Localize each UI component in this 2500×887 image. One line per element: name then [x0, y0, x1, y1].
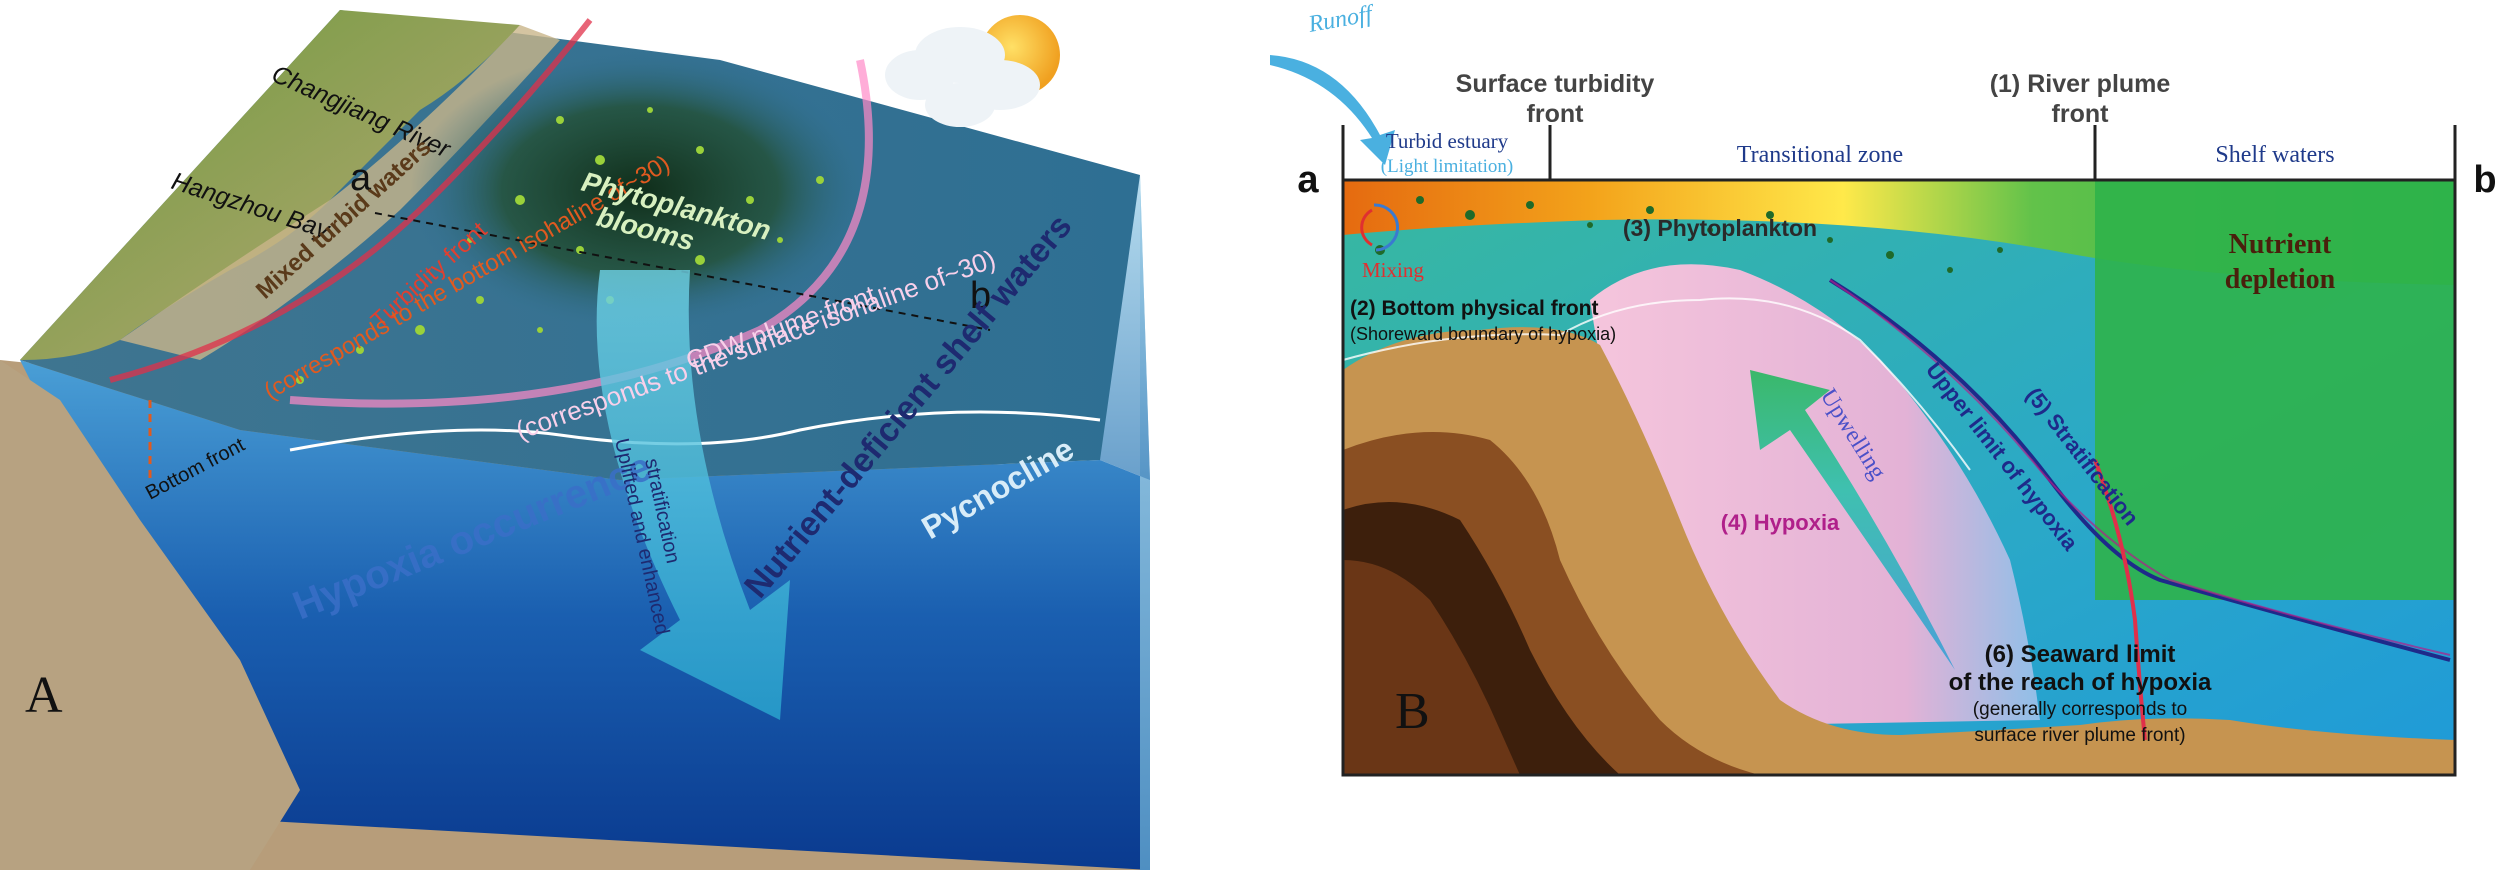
runoff-label: Runoff — [1306, 1, 1378, 38]
white-boundary — [1342, 297, 1971, 471]
turbid-estuary-label: Turbid estuary — [1386, 129, 1509, 153]
seaward-limit-line-2: of the reach of hypoxia — [1949, 669, 2212, 696]
front-face-sea — [20, 360, 1150, 870]
panel-b-label: B — [1395, 683, 1430, 740]
panel-a: Changjiang River Hangzhou Bay a b Mixed … — [0, 10, 1150, 870]
seabed-slope — [0, 360, 300, 870]
seaward-limit-line-1: (6) Seaward limit — [1985, 641, 2176, 668]
seabed-deep — [1343, 560, 1520, 775]
bloom-patch — [410, 50, 870, 330]
hypoxia-b-label: (4) Hypoxia — [1721, 510, 1840, 535]
runoff-arrow — [1270, 55, 1395, 165]
upper-hypoxia-line — [1828, 278, 2451, 662]
surface-turbidity-line-1: Surface turbidity — [1456, 70, 1655, 98]
plankton-dots — [296, 107, 824, 384]
land — [20, 10, 520, 360]
cloud-icon — [885, 27, 1040, 127]
upwelling-arrow — [1750, 370, 1955, 670]
river-plume-line-2: front — [2052, 100, 2110, 128]
seaward-note-line-1: (generally corresponds to — [1973, 699, 2187, 720]
surface-turbidity-line-2: front — [1527, 100, 1585, 128]
phytoplankton-label: (3) Phytoplankton — [1623, 215, 1817, 241]
seabed-light — [1343, 327, 2455, 775]
river-plume-line-1: (1) River plume — [1990, 70, 2171, 98]
point-a-b-left: a — [1297, 159, 1319, 201]
cdw-front-line — [289, 59, 873, 408]
turbid-coast — [120, 25, 560, 360]
shelf-waters-header-label: Shelf waters — [2215, 142, 2334, 168]
mixing-icon — [1360, 203, 1399, 252]
panel-b: Runoff Surface turbidity front (1) River… — [1270, 1, 2497, 777]
nutrient-depletion-line-1: Nutrient — [2229, 229, 2332, 260]
nutrient-depletion-line-2: depletion — [2225, 264, 2336, 295]
transitional-zone-label: Transitional zone — [1737, 142, 1903, 168]
panel-a-label: A — [25, 667, 63, 724]
uplift-arrow — [596, 270, 790, 720]
plankton-dots-b — [1375, 196, 2003, 273]
seaward-note-line-2: surface river plume front) — [1974, 725, 2185, 746]
turbidity-front-line — [109, 18, 593, 383]
point-b-label: b — [970, 275, 991, 317]
bottom-front-b-label: (2) Bottom physical front — [1350, 297, 1599, 320]
shelf-water-zone — [2095, 180, 2455, 600]
point-b-b-right: b — [2473, 159, 2496, 201]
point-a-label: a — [350, 157, 372, 199]
light-limitation-label: (Light limitation) — [1381, 156, 1513, 177]
bottom-front-note-label: (Shoreward boundary of hypoxia) — [1350, 324, 1616, 344]
mixing-label: Mixing — [1362, 258, 1424, 282]
stratification-line — [1829, 279, 2451, 656]
seaward-limit-line — [2093, 459, 2147, 741]
